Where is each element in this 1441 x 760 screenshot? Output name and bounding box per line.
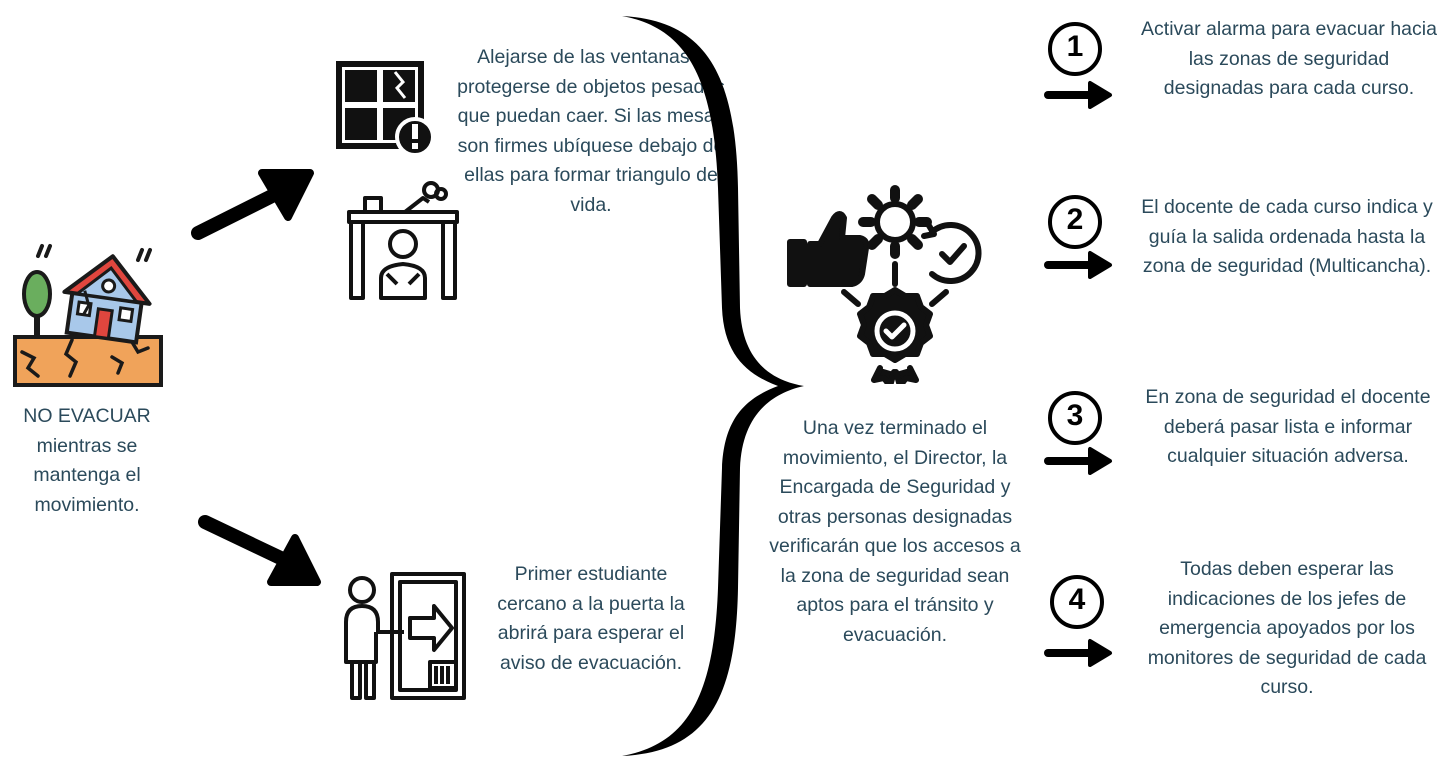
- step-2-text: El docente de cada curso indica y guía l…: [1141, 196, 1433, 277]
- step-1-text: Activar alarma para evacuar hacia las zo…: [1141, 18, 1437, 99]
- upper-branch-text: Alejarse de las ventanas y protegerse de…: [457, 46, 725, 216]
- student-under-desk-icon: [343, 178, 463, 303]
- lower-branch-text: Primer estudiante cercano a la puerta la…: [497, 563, 685, 674]
- step-4-number: 4: [1068, 583, 1086, 616]
- step-4-number-icon: [1048, 573, 1106, 631]
- step-3-number-icon: [1046, 389, 1104, 447]
- left-caption: NO EVACUAR mientras se mantenga el movim…: [23, 405, 151, 516]
- step-3-arrow-icon: [1044, 446, 1114, 476]
- arrow-down-right-icon: [195, 510, 325, 590]
- step-2-number-icon: [1046, 193, 1104, 251]
- step-1-arrow-icon: [1044, 80, 1114, 110]
- earthquake-house-icon: [12, 232, 164, 387]
- approval-process-icon: [782, 184, 1007, 384]
- broken-window-icon: [335, 60, 440, 160]
- step-4-arrow-icon: [1044, 638, 1114, 668]
- step-3-text: En zona de seguridad el docente deberá p…: [1145, 386, 1431, 467]
- center-text: Una vez terminado el movimiento, el Dire…: [769, 417, 1021, 646]
- step-2-arrow-icon: [1044, 250, 1114, 280]
- step-1-number: 1: [1066, 30, 1084, 63]
- step-4-text: Todas deben esperar las indicaciones de …: [1147, 558, 1427, 698]
- exit-door-person-icon: [336, 570, 471, 705]
- step-2-number: 2: [1066, 203, 1084, 236]
- arrow-up-right-icon: [190, 165, 320, 245]
- step-3-number: 3: [1066, 399, 1084, 432]
- step-1-number-icon: [1046, 20, 1104, 78]
